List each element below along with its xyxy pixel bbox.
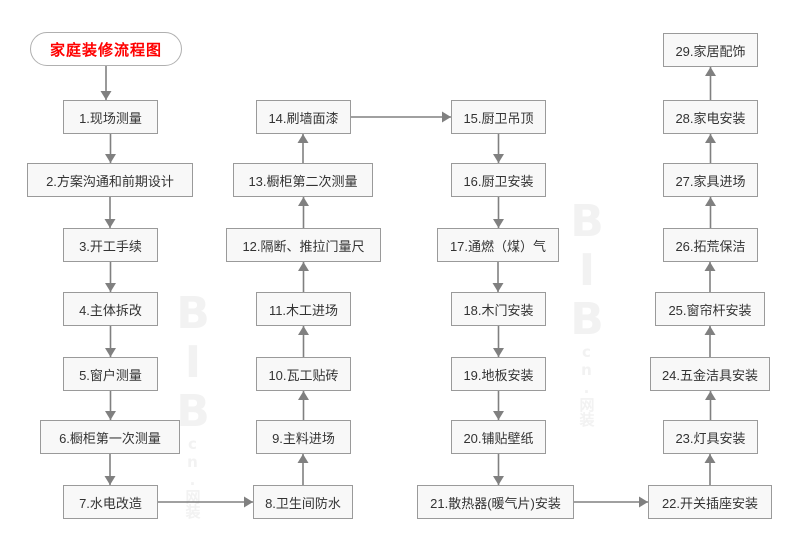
flow-node-9[interactable]: 9.主料进场 [256, 420, 351, 454]
flow-node-17[interactable]: 17.通燃（煤）气 [437, 228, 559, 262]
connector-12-to-13 [298, 197, 309, 228]
flow-node-3[interactable]: 3.开工手续 [63, 228, 158, 262]
connector-19-to-20 [493, 391, 504, 420]
flow-node-6[interactable]: 6.橱柜第一次测量 [40, 420, 180, 454]
flow-node-label: 29.家居配饰 [675, 43, 746, 59]
connector-28-to-29 [705, 67, 716, 100]
connector-5-to-6 [105, 391, 116, 420]
connector-21-to-22 [574, 496, 648, 508]
connector-17-to-18 [492, 262, 504, 292]
flow-node-label: 11.木工进场 [268, 302, 339, 318]
flow-node-5[interactable]: 5.窗户测量 [63, 357, 158, 391]
connector-22-to-23 [704, 454, 716, 485]
connector-26-to-27 [705, 197, 716, 228]
connector-title-to-1 [100, 66, 112, 100]
flow-node-label: 4.主体拆改 [79, 302, 142, 318]
flow-node-label: 22.开关插座安装 [661, 495, 759, 511]
flow-node-10[interactable]: 10.瓦工贴砖 [256, 357, 351, 391]
connector-13-to-14 [297, 134, 309, 163]
flow-node-13[interactable]: 13.橱柜第二次测量 [233, 163, 373, 197]
flow-node-1[interactable]: 1.现场测量 [63, 100, 158, 134]
flow-node-label: 16.厨卫安装 [463, 173, 534, 189]
flow-node-label: 8.卫生间防水 [265, 495, 341, 511]
flow-node-label: 23.灯具安装 [675, 430, 746, 446]
connector-4-to-5 [105, 326, 116, 357]
flow-node-23[interactable]: 23.灯具安装 [663, 420, 758, 454]
flow-node-label: 21.散热器(暖气片)安装 [430, 495, 561, 511]
flow-node-29[interactable]: 29.家居配饰 [663, 33, 758, 67]
flow-node-8[interactable]: 8.卫生间防水 [253, 485, 353, 519]
flow-node-label: 12.隔断、推拉门量尺 [242, 238, 365, 254]
flow-node-7[interactable]: 7.水电改造 [63, 485, 158, 519]
flow-node-15[interactable]: 15.厨卫吊顶 [451, 100, 546, 134]
flow-node-25[interactable]: 25.窗帘杆安装 [655, 292, 765, 326]
connector-18-to-19 [493, 326, 504, 357]
watermark: BIBcn.网装 [561, 196, 613, 427]
connector-27-to-28 [705, 134, 716, 163]
flow-node-label: 25.窗帘杆安装 [668, 302, 752, 318]
flow-node-label: 6.橱柜第一次测量 [59, 430, 161, 446]
connector-16-to-17 [493, 197, 504, 228]
flow-node-label: 2.方案沟通和前期设计 [46, 173, 174, 189]
flow-node-label: 18.木门安装 [463, 302, 534, 318]
flow-node-19[interactable]: 19.地板安装 [451, 357, 546, 391]
connector-11-to-12 [298, 262, 309, 292]
flowchart-title: 家庭装修流程图 [30, 32, 182, 66]
flow-node-18[interactable]: 18.木门安装 [451, 292, 546, 326]
flow-node-4[interactable]: 4.主体拆改 [63, 292, 158, 326]
flow-node-14[interactable]: 14.刷墙面漆 [256, 100, 351, 134]
flow-node-label: 5.窗户测量 [79, 367, 142, 383]
flow-node-11[interactable]: 11.木工进场 [256, 292, 351, 326]
flow-node-21[interactable]: 21.散热器(暖气片)安装 [417, 485, 574, 519]
flow-node-label: 20.铺贴壁纸 [463, 430, 534, 446]
connector-24-to-25 [704, 326, 716, 357]
flow-node-label: 10.瓦工贴砖 [268, 367, 339, 383]
connector-9-to-10 [298, 391, 309, 420]
connector-23-to-24 [705, 391, 716, 420]
flow-node-2[interactable]: 2.方案沟通和前期设计 [27, 163, 193, 197]
connector-6-to-7 [104, 454, 116, 485]
flow-node-label: 19.地板安装 [463, 367, 534, 383]
flow-node-label: 15.厨卫吊顶 [463, 110, 534, 126]
connector-10-to-11 [298, 326, 309, 357]
flow-node-label: 26.拓荒保洁 [675, 238, 746, 254]
connector-1-to-2 [105, 134, 116, 163]
flow-node-22[interactable]: 22.开关插座安装 [648, 485, 772, 519]
flow-node-label: 1.现场测量 [79, 110, 142, 126]
connector-14-to-15 [351, 111, 451, 123]
flow-node-label: 3.开工手续 [79, 238, 142, 254]
flow-node-label: 27.家具进场 [675, 173, 746, 189]
flow-node-24[interactable]: 24.五金洁具安装 [650, 357, 770, 391]
connector-8-to-9 [297, 454, 309, 485]
connector-20-to-21 [493, 454, 504, 485]
connector-25-to-26 [704, 262, 716, 292]
flow-node-label: 24.五金洁具安装 [661, 367, 759, 383]
flow-node-label: 13.橱柜第二次测量 [248, 173, 358, 189]
flow-node-27[interactable]: 27.家具进场 [663, 163, 758, 197]
flow-node-12[interactable]: 12.隔断、推拉门量尺 [226, 228, 381, 262]
flow-node-20[interactable]: 20.铺贴壁纸 [451, 420, 546, 454]
flow-node-label: 28.家电安装 [675, 110, 746, 126]
connector-2-to-3 [104, 197, 116, 228]
connector-3-to-4 [105, 262, 116, 292]
flow-node-label: 17.通燃（煤）气 [449, 238, 547, 254]
flow-node-label: 9.主料进场 [272, 430, 335, 446]
flow-node-label: 7.水电改造 [79, 495, 142, 511]
watermark: BIBcn.网装 [167, 288, 219, 519]
flow-node-label: 14.刷墙面漆 [268, 110, 339, 126]
flow-node-16[interactable]: 16.厨卫安装 [451, 163, 546, 197]
flow-node-26[interactable]: 26.拓荒保洁 [663, 228, 758, 262]
flow-node-28[interactable]: 28.家电安装 [663, 100, 758, 134]
connector-15-to-16 [493, 134, 504, 163]
